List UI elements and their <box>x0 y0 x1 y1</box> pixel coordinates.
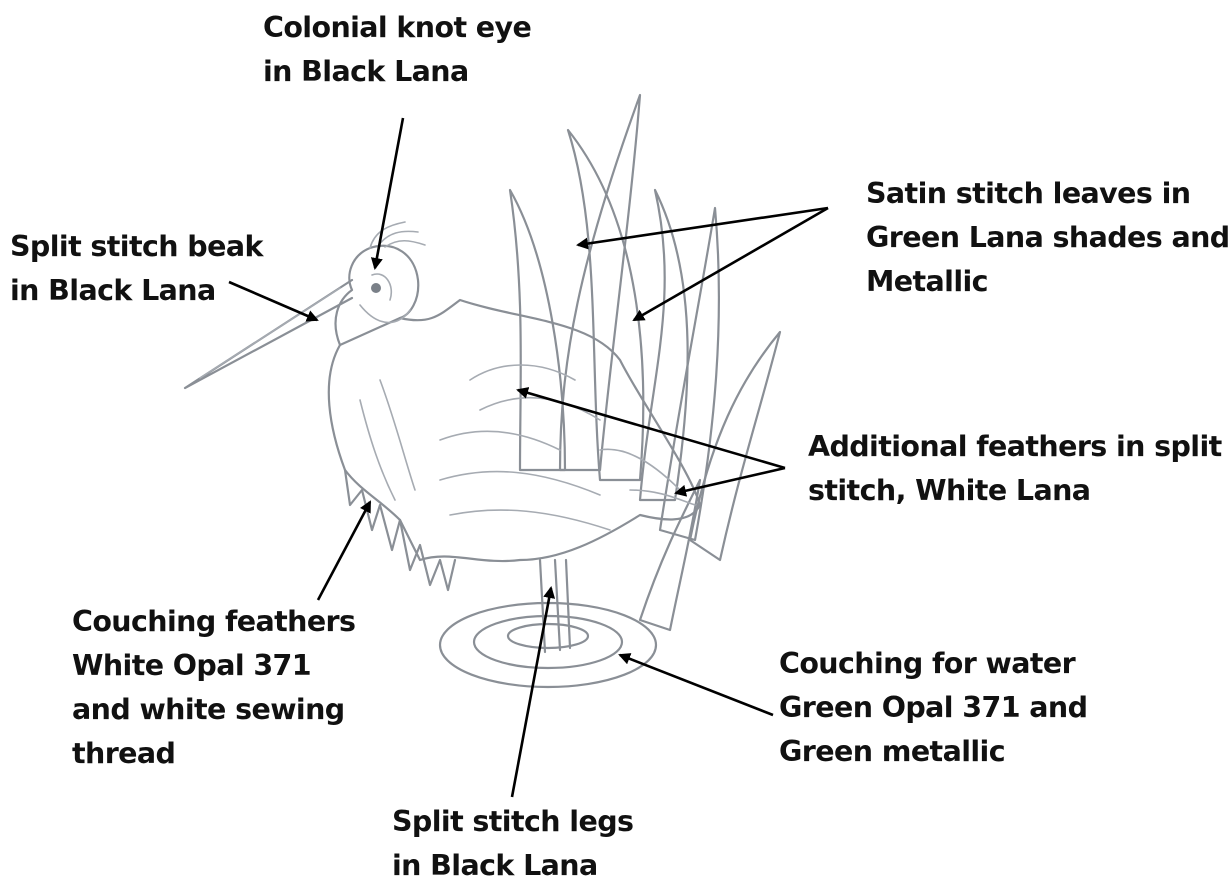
label-leaves-line-3: Metallic <box>866 260 1230 304</box>
label-beak: Split stitch beak in Black Lana <box>10 225 263 313</box>
label-beak-line-1: Split stitch beak <box>10 225 263 269</box>
label-couching-feathers-line-2: White Opal 371 <box>72 644 355 688</box>
label-legs-line-1: Split stitch legs <box>392 800 633 844</box>
arrow-water <box>620 655 773 715</box>
label-leaves: Satin stitch leaves in Green Lana shades… <box>866 172 1230 304</box>
label-leaves-line-2: Green Lana shades and <box>866 216 1230 260</box>
label-couching-feathers-line-4: thread <box>72 732 355 776</box>
label-water-line-3: Green metallic <box>779 730 1087 774</box>
eye-dot <box>371 283 381 293</box>
label-feathers-line-2: stitch, White Lana <box>808 469 1222 513</box>
label-couching-feathers-line-1: Couching feathers <box>72 600 355 644</box>
label-water: Couching for water Green Opal 371 and Gr… <box>779 642 1087 774</box>
label-eye: Colonial knot eye in Black Lana <box>263 6 531 94</box>
label-leaves-line-1: Satin stitch leaves in <box>866 172 1230 216</box>
reed-leaves <box>510 95 780 630</box>
arrow-legs <box>512 588 551 797</box>
label-water-line-1: Couching for water <box>779 642 1087 686</box>
label-legs: Split stitch legs in Black Lana <box>392 800 633 888</box>
label-couching-feathers: Couching feathers White Opal 371 and whi… <box>72 600 355 776</box>
label-couching-feathers-line-3: and white sewing <box>72 688 355 732</box>
arrow-leaf-1 <box>578 208 828 245</box>
label-water-line-2: Green Opal 371 and <box>779 686 1087 730</box>
water-rings <box>440 603 656 687</box>
label-eye-line-1: Colonial knot eye <box>263 6 531 50</box>
arrow-feathers-2 <box>676 468 785 493</box>
arrow-leaf-2 <box>634 208 828 320</box>
heron-legs <box>540 560 570 652</box>
arrow-couching-feathers <box>318 502 370 600</box>
label-beak-line-2: in Black Lana <box>10 269 263 313</box>
label-feathers-line-1: Additional feathers in split <box>808 425 1222 469</box>
label-eye-line-2: in Black Lana <box>263 50 531 94</box>
label-legs-line-2: in Black Lana <box>392 844 633 888</box>
label-feathers: Additional feathers in split stitch, Whi… <box>808 425 1222 513</box>
